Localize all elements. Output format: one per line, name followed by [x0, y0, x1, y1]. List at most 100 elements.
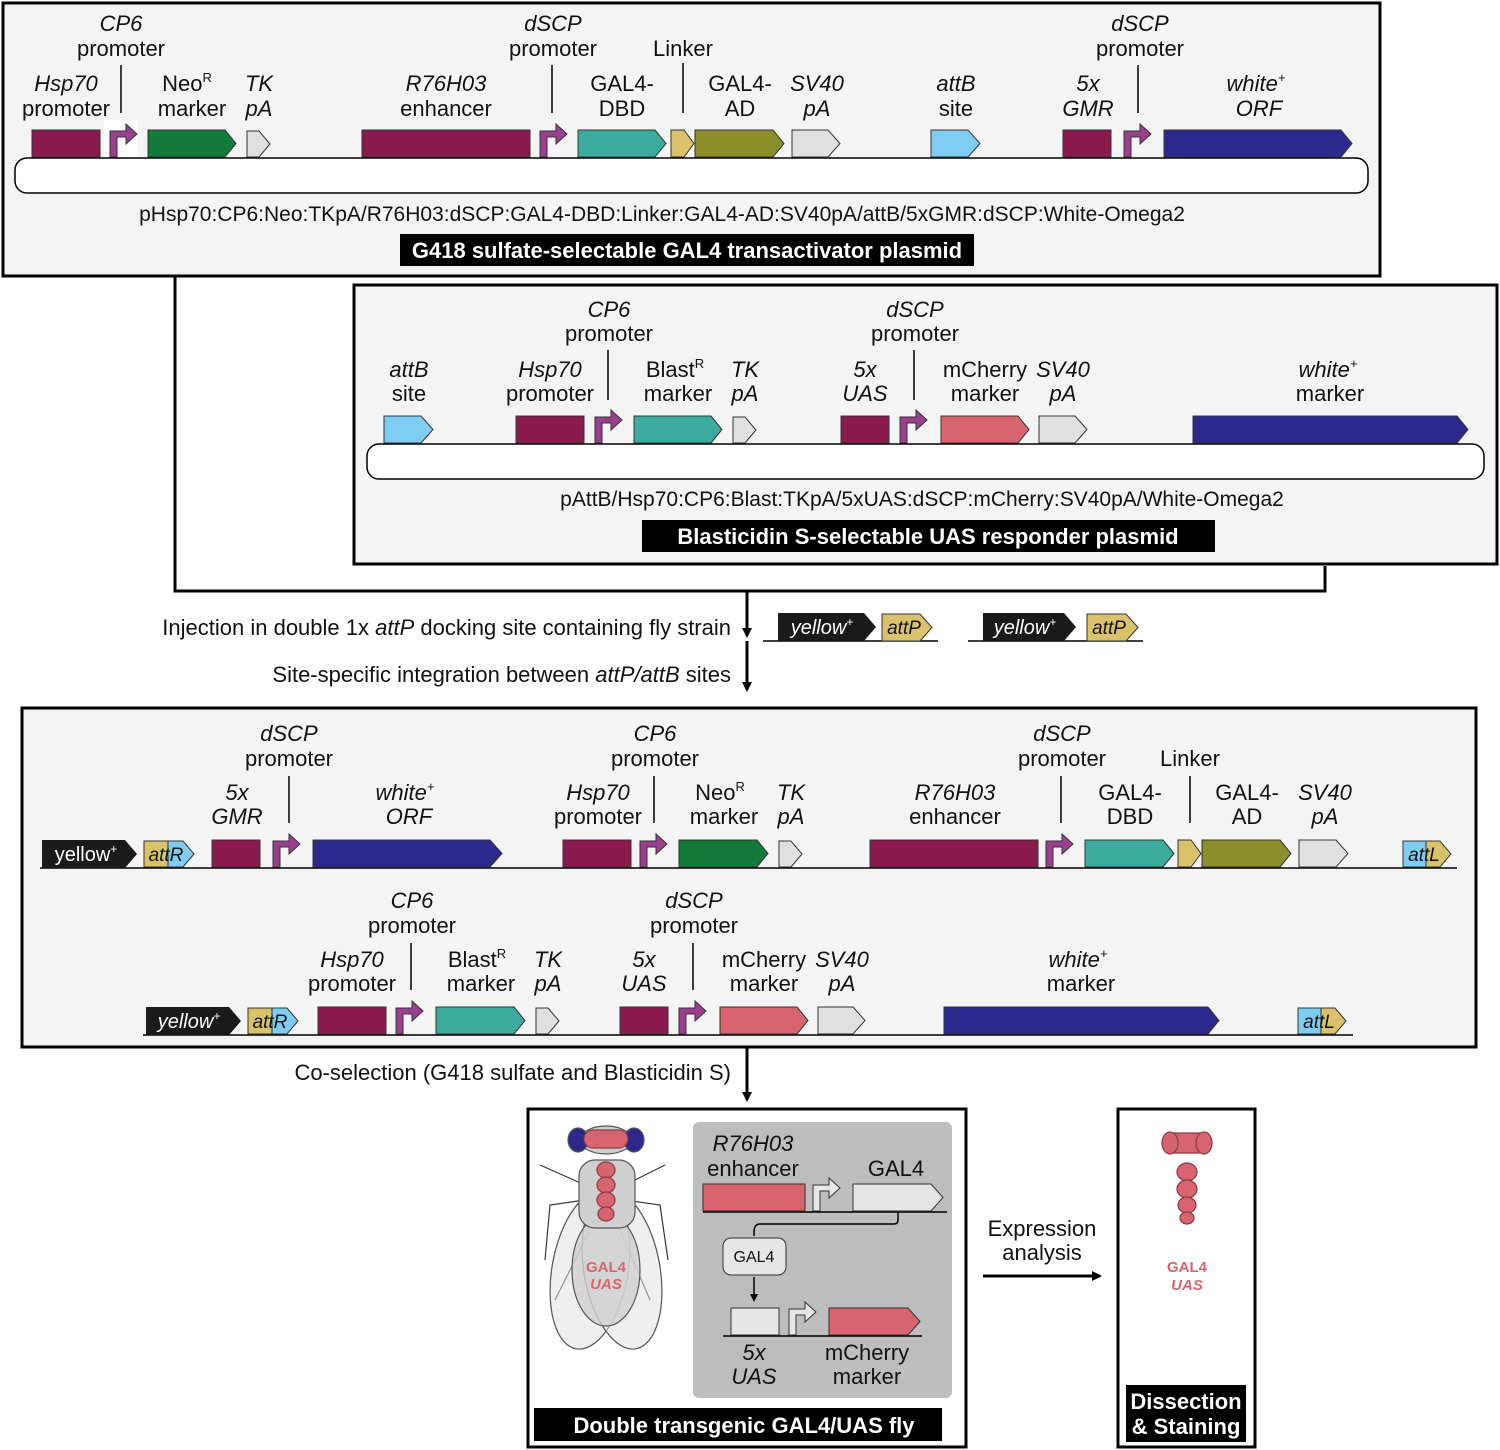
row1-label-r76h03: R76H03 [915, 780, 996, 805]
row1-cp6-arrow-icon [639, 832, 668, 868]
row1-label-ad-b: AD [1232, 804, 1263, 829]
mech-promoter-arrow-icon-2 [788, 1300, 817, 1336]
label-neo: NeoR [162, 70, 212, 96]
mech-uas-block [730, 1307, 780, 1336]
label-attb-site-2: site [392, 381, 426, 406]
label-sv40: SV40 [790, 71, 845, 96]
mech-label-enhancer: enhancer [707, 1156, 799, 1181]
row1-label-orf: ORF [386, 804, 434, 829]
row1-label-neo: NeoR [695, 779, 745, 805]
row1-label-linker: Linker [1160, 746, 1220, 771]
row2-label-cp6: CP6 [391, 888, 435, 913]
label-linker: Linker [653, 36, 713, 61]
uas-block [840, 415, 890, 444]
label-hsp70-2: Hsp70 [518, 357, 582, 382]
label-mcherry: mCherry [943, 357, 1027, 382]
row2-label-uas: UAS [621, 971, 667, 996]
row2-label-mcherry-marker: marker [730, 971, 798, 996]
row2-label-5x: 5x [632, 947, 656, 972]
docking-site-1: yellow+ attP [763, 613, 938, 642]
label-sv40-pa: pA [803, 96, 831, 121]
label-tk-pa: pA [245, 96, 273, 121]
label-attb: attB [936, 71, 975, 96]
label-white-orf: ORF [1236, 96, 1284, 121]
row1-label-dscp2-promoter: promoter [1018, 746, 1106, 771]
gal4-protein [722, 1237, 787, 1276]
row2-sv40-block [817, 1006, 866, 1035]
label-dscp2-promoter: promoter [1096, 36, 1184, 61]
row1-gmr-block [211, 839, 261, 868]
plasmid-backbone [14, 157, 1369, 194]
tk-pa-block-2 [732, 416, 757, 444]
row1-r76h03-block [869, 839, 1039, 868]
white-marker-block [1192, 415, 1469, 444]
fly-title-bar [534, 1408, 942, 1441]
row2-label-hsp70-promoter: promoter [308, 971, 396, 996]
label-gmr: GMR [1062, 96, 1113, 121]
label-cp6-2: CP6 [588, 297, 632, 322]
attp-label: attP [887, 618, 921, 639]
row1-attr-label: attR [149, 845, 184, 866]
row2-cp6-arrow-icon [395, 999, 424, 1035]
row1-yellow-label: yellow+ [55, 842, 118, 866]
row2-label-mcherry: mCherry [722, 947, 806, 972]
row2-attl-label: attL [1303, 1012, 1335, 1033]
step-injection: Injection in double 1x attP docking site… [162, 615, 731, 640]
row2-label-sv40: SV40 [815, 947, 870, 972]
row1-attl-block [1425, 840, 1452, 868]
hsp70-promoter-block-2 [515, 415, 585, 444]
row1-linker-block [1177, 839, 1202, 868]
mech-label-marker: marker [833, 1364, 901, 1389]
dscp-promoter-arrow-icon [539, 122, 568, 158]
plasmid2-title: Blasticidin S-selectable UAS responder p… [677, 524, 1178, 549]
row2-label-cp6-promoter: promoter [368, 913, 456, 938]
row2-white-block [943, 1006, 1220, 1035]
mech-label-r76h03: R76H03 [713, 1131, 794, 1156]
label-dscp-promoter: promoter [509, 36, 597, 61]
gal4-dbd-block [577, 129, 667, 158]
label-r76h03-enhancer: enhancer [400, 96, 492, 121]
neo-marker-block [147, 129, 237, 158]
label-hsp70-promoter-2: promoter [506, 381, 594, 406]
attp-block [881, 613, 933, 642]
row1-label-tk: TK [777, 780, 806, 805]
row1-label-sv40: SV40 [1298, 780, 1353, 805]
row2-label-hsp70: Hsp70 [320, 947, 384, 972]
row1-hsp70-block [562, 839, 632, 868]
row2-attr-label: attR [253, 1012, 288, 1033]
row1-label-gmr: GMR [211, 804, 262, 829]
row1-label-white: white+ [376, 779, 435, 805]
row2-label-blast: BlastR [448, 946, 506, 972]
row2-label-white: white+ [1049, 946, 1108, 972]
dissection-title-bar [1126, 1385, 1246, 1442]
fly-uas-label: UAS [590, 1276, 622, 1293]
step-integration: Site-specific integration between attP/a… [272, 662, 731, 687]
row2-label-dscp-promoter: promoter [650, 913, 738, 938]
dissection-uas-label: UAS [1171, 1277, 1203, 1294]
panel-uas-plasmid: attB site CP6 promoter Hsp70 promoter Bl… [352, 283, 1499, 566]
row1-label-cp6: CP6 [634, 721, 678, 746]
label-mcherry-marker: marker [951, 381, 1019, 406]
row2-dscp-arrow-icon [678, 999, 707, 1035]
label-white-2: white+ [1299, 356, 1358, 382]
white-orf-block [1163, 129, 1353, 158]
step-expression-b: analysis [1002, 1240, 1081, 1265]
plasmid1-title-bar [400, 234, 974, 266]
row2-blast-block [435, 1006, 526, 1035]
row1-tk-block [778, 840, 803, 868]
row1-label-tk-pa: pA [777, 804, 805, 829]
label-white-marker: marker [1296, 381, 1364, 406]
label-r76h03: R76H03 [406, 71, 487, 96]
mech-gal4-block [852, 1183, 944, 1212]
gal4-protein-label: GAL4 [734, 1249, 775, 1266]
mech-translation-line [753, 1212, 899, 1236]
row1-yellow-block [42, 840, 137, 868]
fly-title: Double transgenic GAL4/UAS fly [573, 1413, 915, 1438]
row2-label-tk-pa: pA [534, 971, 562, 996]
row2-mcherry-block [719, 1006, 809, 1035]
label-dscp-promoter-3: promoter [871, 321, 959, 346]
label-dscp-3: dSCP [886, 297, 944, 322]
label-hsp70: Hsp70 [34, 71, 98, 96]
row1-sv40-block [1298, 839, 1349, 868]
label-hsp70-promoter: promoter [22, 96, 110, 121]
